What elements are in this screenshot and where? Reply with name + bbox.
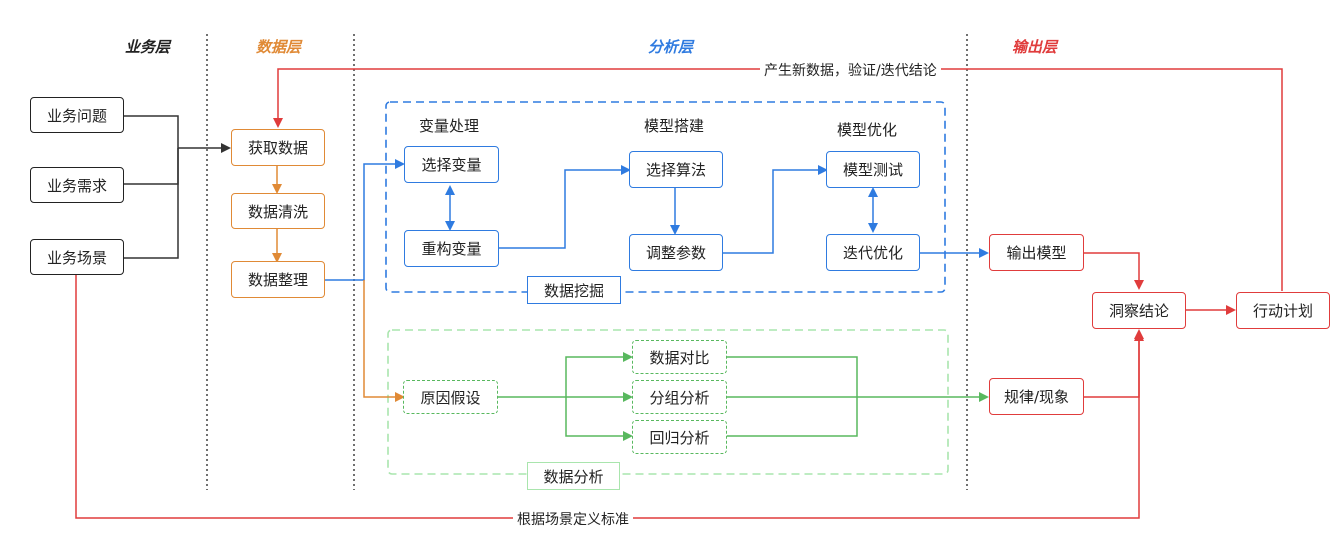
node-insight-conclusion: 洞察结论 (1092, 292, 1186, 329)
edge-hyp-compare (498, 352, 633, 398)
node-group-analysis: 分组分析 (632, 380, 727, 414)
edge-biz-demand (124, 148, 179, 185)
node-select-algorithm: 选择算法 (629, 151, 723, 188)
node-iterate-optimize: 迭代优化 (826, 234, 920, 271)
layer-title-business: 业务层 (125, 38, 171, 56)
node-business-scene: 业务场景 (30, 239, 124, 275)
group-label-model-build: 模型搭建 (644, 117, 705, 135)
layer-title-output: 输出层 (1012, 38, 1058, 56)
node-data-compare: 数据对比 (632, 340, 727, 374)
node-model-test: 模型测试 (826, 151, 920, 188)
node-cause-hypothesis: 原因假设 (403, 380, 498, 414)
tab-data-analysis: 数据分析 (527, 462, 620, 490)
node-rules-phenomena: 规律/现象 (989, 378, 1084, 415)
node-acquire-data: 获取数据 (231, 129, 325, 166)
node-action-plan: 行动计划 (1236, 292, 1330, 329)
edge-tune-test (722, 165, 828, 254)
node-output-model: 输出模型 (989, 234, 1084, 271)
group-label-variable: 变量处理 (419, 117, 480, 135)
edge-organize-to-hypothesis (363, 280, 405, 402)
node-organize-data: 数据整理 (231, 261, 325, 298)
label-standard-loop: 根据场景定义标准 (513, 509, 633, 529)
layer-title-analysis: 分析层 (648, 38, 694, 56)
edge-biz-problem (108, 115, 179, 148)
edge-organize-to-select (325, 159, 405, 281)
edge-model-insight (1084, 252, 1144, 290)
node-rebuild-variable: 重构变量 (404, 230, 499, 267)
tab-data-mining-label: 数据挖掘 (543, 281, 604, 300)
mining-frame (385, 101, 946, 293)
tab-data-mining: 数据挖掘 (527, 276, 621, 304)
node-business-problem: 业务问题 (30, 97, 124, 133)
label-feedback-loop: 产生新数据，验证/迭代结论 (760, 60, 941, 80)
node-tune-params: 调整参数 (629, 234, 723, 271)
node-business-demand: 业务需求 (30, 167, 124, 203)
layer-title-data: 数据层 (256, 38, 302, 56)
node-clean-data: 数据清洗 (231, 193, 325, 229)
node-regression-analysis: 回归分析 (632, 420, 727, 454)
edge-rules-insight (1084, 329, 1144, 398)
tab-data-analysis-label: 数据分析 (543, 467, 604, 486)
node-select-variable: 选择变量 (404, 146, 499, 183)
edge-biz-scene (124, 148, 179, 259)
group-label-model-opt: 模型优化 (837, 121, 898, 139)
edge-hyp-regression (565, 397, 633, 441)
edge-rebuild-algo (498, 165, 631, 249)
analysis-frame (387, 329, 949, 475)
